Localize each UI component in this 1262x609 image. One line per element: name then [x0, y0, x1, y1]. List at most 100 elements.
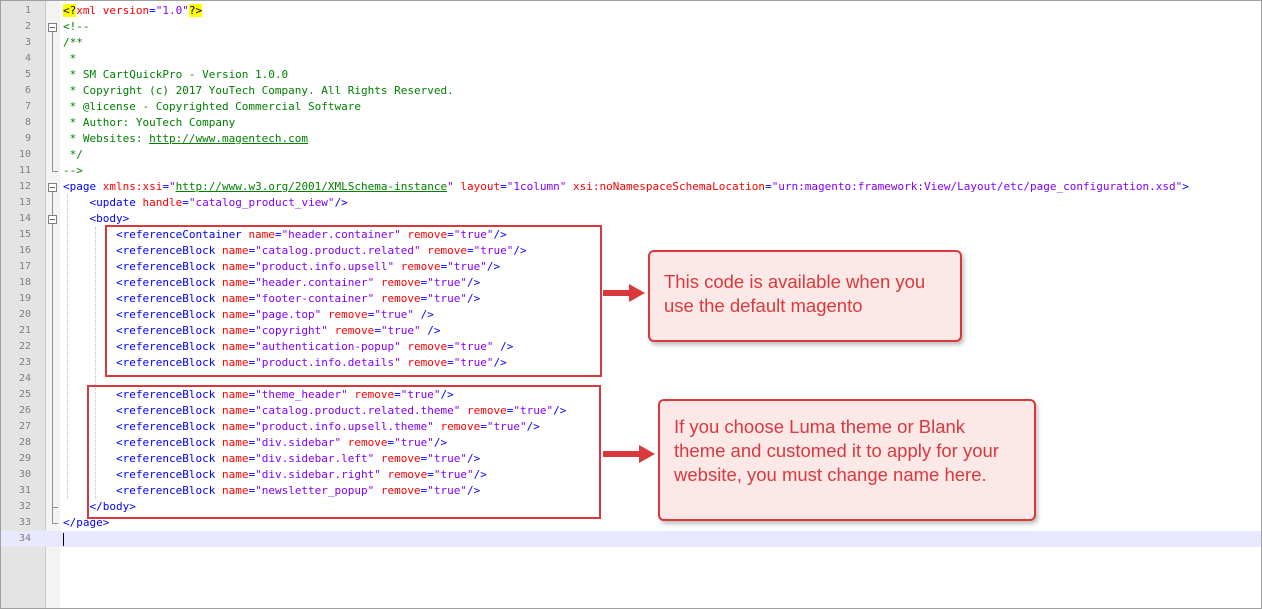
code-line[interactable]: 32 </body> [1, 499, 1261, 515]
code-line[interactable]: 8 * Author: YouTech Company [1, 115, 1261, 131]
code-line[interactable]: 25 <referenceBlock name="theme_header" r… [1, 387, 1261, 403]
code-token: "true" [453, 356, 494, 369]
code-token: /> [493, 356, 507, 369]
code-line[interactable]: 7 * @license - Copyrighted Commercial So… [1, 99, 1261, 115]
code-line[interactable]: 17 <referenceBlock name="product.info.up… [1, 259, 1261, 275]
code-line[interactable]: 31 <referenceBlock name="newsletter_popu… [1, 483, 1261, 499]
code-line[interactable]: 27 <referenceBlock name="product.info.up… [1, 419, 1261, 435]
code-token: = [248, 356, 256, 369]
line-number: 8 [24, 117, 31, 128]
code-line[interactable]: 9 * Websites: http://www.magentech.com [1, 131, 1261, 147]
code-line[interactable]: 30 <referenceBlock name="div.sidebar.rig… [1, 467, 1261, 483]
code-token: /> [433, 436, 448, 449]
fold-toggle-icon[interactable] [48, 215, 57, 224]
code-line[interactable]: 21 <referenceBlock name="copyright" remo… [1, 323, 1261, 339]
code-text: <referenceBlock name="page.top" remove="… [63, 307, 434, 323]
code-token: "footer-container" [255, 292, 375, 305]
code-line[interactable]: 12<page xmlns:xsi="http://www.w3.org/200… [1, 179, 1261, 195]
code-token: = [248, 452, 256, 465]
arrow-left-icon [603, 445, 655, 463]
code-token: "catalog.product.related.theme" [255, 404, 461, 417]
code-line[interactable]: 15 <referenceContainer name="header.cont… [1, 227, 1261, 243]
code-line[interactable]: 4 * [1, 51, 1261, 67]
code-token: "catalog_product_view" [188, 196, 335, 209]
code-token: = [248, 388, 256, 401]
code-token: = [248, 260, 256, 273]
code-text: * Author: YouTech Company [63, 115, 236, 131]
line-number: 19 [18, 293, 31, 304]
code-line[interactable]: 23 <referenceBlock name="product.info.de… [1, 355, 1261, 371]
code-line[interactable]: 10 */ [1, 147, 1261, 163]
code-token: "true" [427, 484, 468, 497]
code-text: <referenceBlock name="product.info.upsel… [63, 419, 540, 435]
code-token: /> [467, 484, 481, 497]
code-token: "true" [394, 436, 434, 449]
code-text: <referenceContainer name="header.contain… [63, 227, 507, 243]
callout-text: This code is available when you use the … [664, 271, 926, 316]
code-line[interactable]: 3/** [1, 35, 1261, 51]
fold-toggle-icon[interactable] [48, 183, 57, 192]
code-token: "theme_header" [255, 388, 348, 401]
line-number: 14 [18, 213, 31, 224]
line-number: 5 [24, 69, 31, 80]
fold-end-marker [52, 171, 58, 172]
code-token: "true" [473, 244, 514, 257]
code-line[interactable]: 2<!-- [1, 19, 1261, 35]
code-token: "urn:magento:framework:View/Layout/etc/p… [771, 180, 1183, 193]
code-token: "copyright" [255, 324, 328, 337]
code-token: = [374, 324, 381, 337]
line-number: 17 [18, 261, 31, 272]
line-number: 1 [24, 5, 31, 16]
code-line[interactable]: 18 <referenceBlock name="header.containe… [1, 275, 1261, 291]
fold-guide-line [52, 32, 53, 171]
code-line[interactable]: 1<?xml version="1.0"?> [1, 3, 1261, 19]
code-line[interactable]: 16 <referenceBlock name="catalog.product… [1, 243, 1261, 259]
code-line[interactable]: 22 <referenceBlock name="authentication-… [1, 339, 1261, 355]
code-token: <referenceBlock [63, 292, 222, 305]
code-token: /> [334, 196, 348, 209]
code-line[interactable]: 11--> [1, 163, 1261, 179]
code-token: = [149, 4, 156, 17]
code-token: <referenceBlock [63, 308, 222, 321]
fold-toggle-icon[interactable] [48, 23, 57, 32]
code-token: = [248, 276, 256, 289]
code-text: <referenceBlock name="div.sidebar.right"… [63, 467, 487, 483]
code-line[interactable]: 19 <referenceBlock name="footer-containe… [1, 291, 1261, 307]
code-token: handle [142, 196, 183, 209]
code-line[interactable]: 13 <update handle="catalog_product_view"… [1, 195, 1261, 211]
code-line[interactable]: 14 <body> [1, 211, 1261, 227]
code-line[interactable]: 34 [1, 531, 1261, 547]
code-line[interactable]: 20 <referenceBlock name="page.top" remov… [1, 307, 1261, 323]
code-token: = [162, 180, 169, 193]
code-token: <referenceBlock [63, 324, 222, 337]
code-token: name [221, 324, 249, 337]
code-token [566, 180, 573, 193]
code-line[interactable]: 29 <referenceBlock name="div.sidebar.lef… [1, 451, 1261, 467]
code-token: "catalog.product.related" [255, 244, 421, 257]
fold-margin[interactable] [46, 1, 60, 608]
line-number: 4 [24, 53, 31, 64]
code-token: = [248, 324, 256, 337]
code-token: = [387, 436, 395, 449]
code-line[interactable]: 33</page> [1, 515, 1261, 531]
code-token: name [221, 340, 249, 353]
code-line[interactable]: 24 [1, 371, 1261, 387]
code-token: = [467, 244, 474, 257]
code-text: <page xmlns:xsi="http://www.w3.org/2001/… [63, 179, 1189, 195]
code-token: <referenceBlock [63, 260, 222, 273]
callout-text: If you choose Luma theme or Blank theme … [674, 416, 999, 485]
code-token: * Websites: [63, 132, 150, 145]
code-line[interactable]: 6 * Copyright (c) 2017 YouTech Company. … [1, 83, 1261, 99]
code-token: remove [380, 452, 421, 465]
line-number: 18 [18, 277, 31, 288]
code-text: <referenceBlock name="div.sidebar" remov… [63, 435, 447, 451]
code-line[interactable]: 5 * SM CartQuickPro - Version 1.0.0 [1, 67, 1261, 83]
code-token: <update [63, 196, 143, 209]
code-token: remove [327, 308, 368, 321]
code-text: <referenceBlock name="header.container" … [63, 275, 480, 291]
code-text: <referenceBlock name="catalog.product.re… [63, 243, 527, 259]
code-line[interactable]: 26 <referenceBlock name="catalog.product… [1, 403, 1261, 419]
code-line[interactable]: 28 <referenceBlock name="div.sidebar" re… [1, 435, 1261, 451]
code-token: remove [354, 388, 395, 401]
